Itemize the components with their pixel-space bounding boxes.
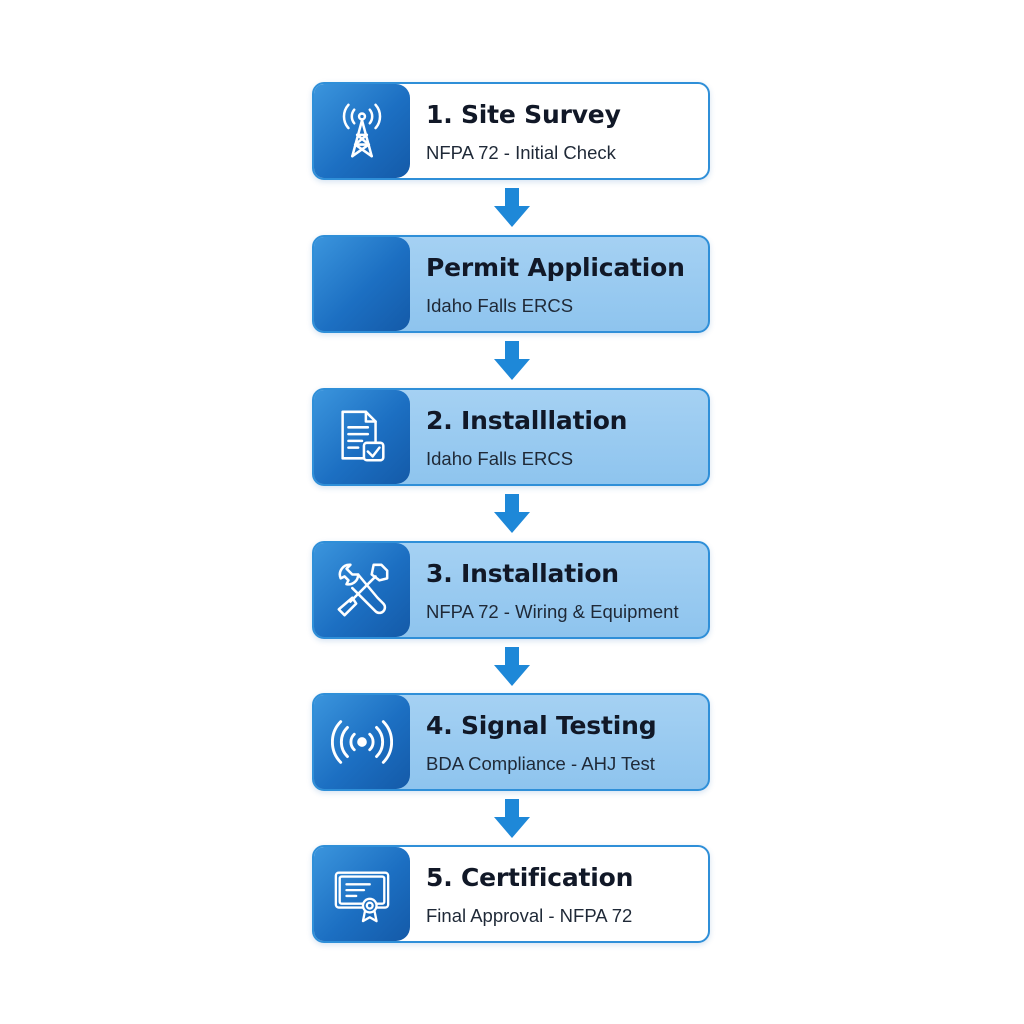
arrow-down-icon <box>494 494 530 533</box>
icon-panel <box>314 237 410 331</box>
icon-panel <box>314 84 410 178</box>
icon-panel <box>314 847 410 941</box>
step-certification: 5. Certification Final Approval - NFPA 7… <box>312 845 710 943</box>
step-signal-testing: 4. Signal Testing BDA Compliance - AHJ T… <box>312 693 710 791</box>
step-title: 2. Installlation <box>426 406 628 435</box>
step-installlation: 2. Installlation Idaho Falls ERCS <box>312 388 710 486</box>
step-title: 5. Certification <box>426 863 634 892</box>
step-subtitle: NFPA 72 - Wiring & Equipment <box>426 601 679 622</box>
arrow-down-icon <box>494 799 530 838</box>
step-subtitle: BDA Compliance - AHJ Test <box>426 753 655 774</box>
signal-broadcast-icon <box>331 720 393 764</box>
step-title: 1. Site Survey <box>426 100 621 129</box>
step-title: Permit Application <box>426 253 685 282</box>
step-installation: 3. Installation NFPA 72 - Wiring & Equip… <box>312 541 710 639</box>
icon-panel <box>314 543 410 637</box>
step-title: 3. Installation <box>426 559 619 588</box>
step-subtitle: NFPA 72 - Initial Check <box>426 142 616 163</box>
step-permit-application: Permit Application Idaho Falls ERCS <box>312 235 710 333</box>
step-subtitle: Idaho Falls ERCS <box>426 448 574 469</box>
icon-panel <box>314 695 410 789</box>
arrow-down-icon <box>494 647 530 686</box>
step-title: 4. Signal Testing <box>426 711 657 740</box>
document-check-icon <box>341 410 385 462</box>
step-subtitle: Final Approval - NFPA 72 <box>426 905 633 926</box>
icon-panel <box>314 390 410 484</box>
certificate-icon <box>334 871 390 923</box>
step-subtitle: Idaho Falls ERCS <box>426 295 574 316</box>
arrow-down-icon <box>494 188 530 227</box>
step-site-survey: 1. Site Survey NFPA 72 - Initial Check <box>312 82 710 180</box>
wrench-screwdriver-icon <box>337 563 389 617</box>
cell-tower-icon <box>342 103 382 158</box>
arrow-down-icon <box>494 341 530 380</box>
